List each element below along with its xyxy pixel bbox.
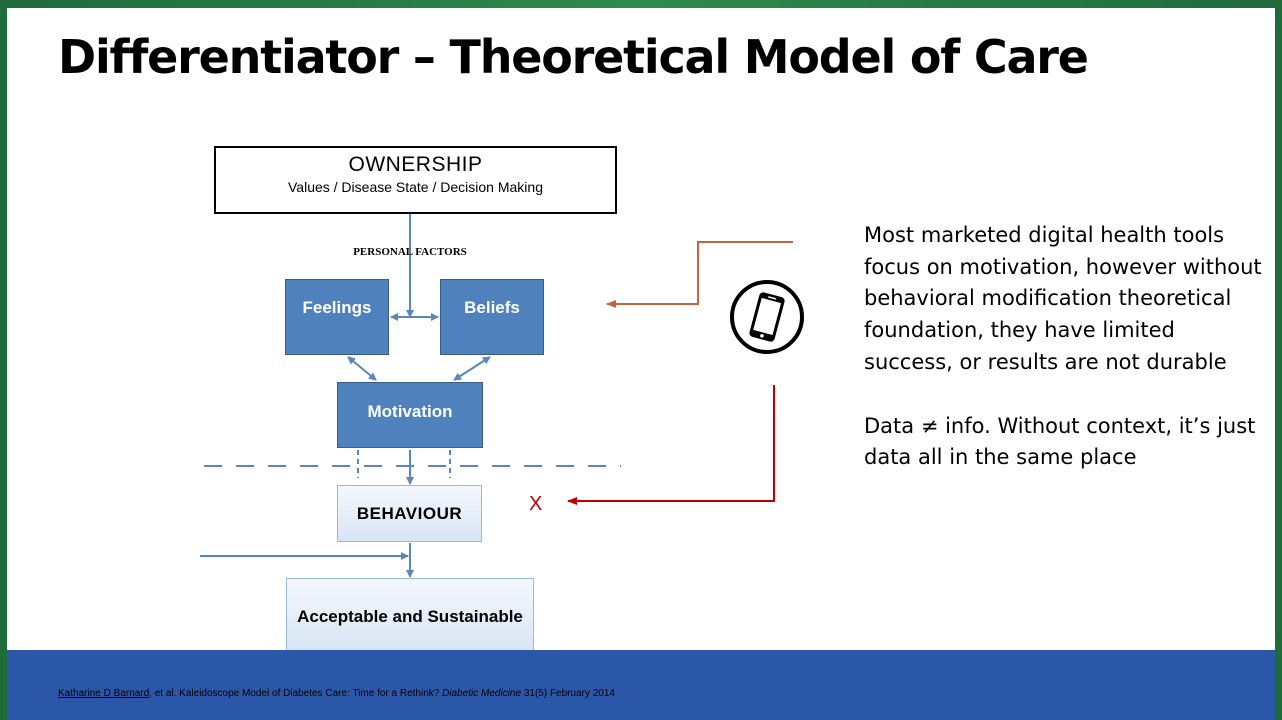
footer-bar: Katharine D Barnard, et al. Kaleidoscope… xyxy=(7,650,1275,720)
explanation-text: Most marketed digital health tools focus… xyxy=(864,220,1264,474)
beliefs-node: Beliefs xyxy=(440,279,544,355)
explanation-paragraph-2: Data ≠ info. Without context, it’s just … xyxy=(864,413,1256,470)
blocked-x-marker: X xyxy=(529,493,543,515)
ownership-title: OWNERSHIP xyxy=(348,153,483,176)
orange-elbow-arrow xyxy=(606,241,793,308)
behaviour-node: BEHAVIOUR xyxy=(337,485,482,542)
slide-title: Differentiator – Theoretical Model of Ca… xyxy=(58,30,1089,84)
explanation-paragraph-1: Most marketed digital health tools focus… xyxy=(864,223,1262,374)
diagram-connectors xyxy=(200,212,793,578)
citation-title: , et al. Kaleidoscope Model of Diabetes … xyxy=(149,688,443,699)
ownership-subtitle: Values / Disease State / Decision Making xyxy=(288,179,543,195)
citation-issue: 31(5) February 2014 xyxy=(521,688,615,699)
motivation-node: Motivation xyxy=(337,382,483,448)
personal-factors-label: PERSONAL FACTORS xyxy=(353,246,467,258)
smartphone-icon xyxy=(730,280,804,354)
citation: Katharine D Barnard, et al. Kaleidoscope… xyxy=(58,688,615,699)
red-elbow-arrow xyxy=(567,385,775,505)
feelings-node: Feelings xyxy=(285,279,389,355)
citation-journal: Diabetic Medicine xyxy=(442,688,522,699)
acceptable-sustainable-node: Acceptable and Sustainable xyxy=(286,578,534,654)
ownership-box: OWNERSHIP Values / Disease State / Decis… xyxy=(214,146,617,214)
connector-beliefs-motivation xyxy=(453,356,491,381)
slide: Differentiator – Theoretical Model of Ca… xyxy=(7,8,1275,720)
connector-feelings-motivation xyxy=(347,356,377,381)
citation-author-link[interactable]: Katharine D Barnard xyxy=(58,688,150,699)
